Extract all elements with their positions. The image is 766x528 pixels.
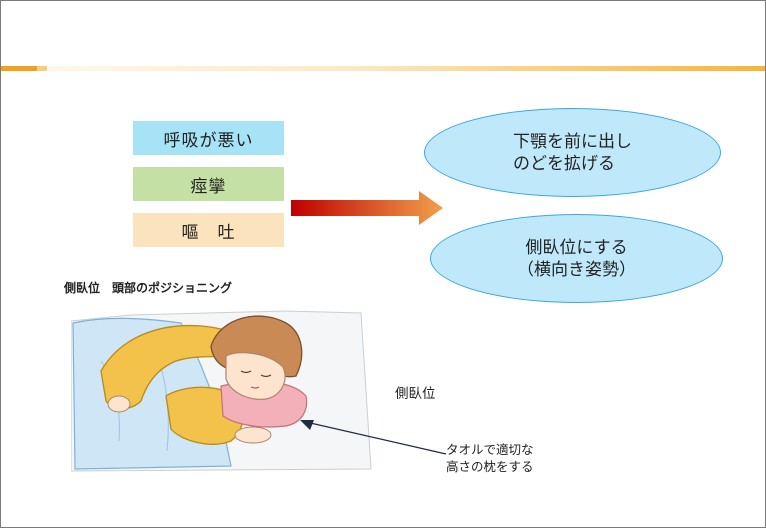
symptom-label: 呼吸が悪い [163, 130, 254, 151]
side-lying-person-illustration [71, 310, 372, 472]
band-accent [1, 66, 37, 71]
action-label: 下顎を前に出し のどを拡げる [513, 131, 632, 174]
action-ellipse-lateral-position: 側臥位にする （横向き姿勢） [430, 214, 723, 303]
action-ellipse-jaw-thrust: 下顎を前に出し のどを拡げる [424, 108, 721, 197]
symptom-label: 嘔 吐 [181, 222, 236, 243]
action-label: 側臥位にする （横向き姿勢） [517, 237, 636, 280]
symptom-label: 痙攣 [190, 176, 227, 197]
pointer-arrow-icon [300, 420, 447, 455]
side-lying-label: 側臥位 [395, 386, 436, 402]
title-underline-band [1, 66, 765, 71]
symptom-box-breathing: 呼吸が悪い [133, 121, 284, 155]
illustration-caption: 側臥位 頭部のポジショニング [64, 281, 233, 295]
symptom-box-convulsion: 痙攣 [133, 167, 284, 201]
towel-pillow-note: タオルで適切な 高さの枕をする [446, 442, 534, 474]
symptom-box-vomiting: 嘔 吐 [133, 213, 284, 247]
right-arrow-icon [291, 191, 443, 225]
band-accent-light [37, 66, 47, 71]
